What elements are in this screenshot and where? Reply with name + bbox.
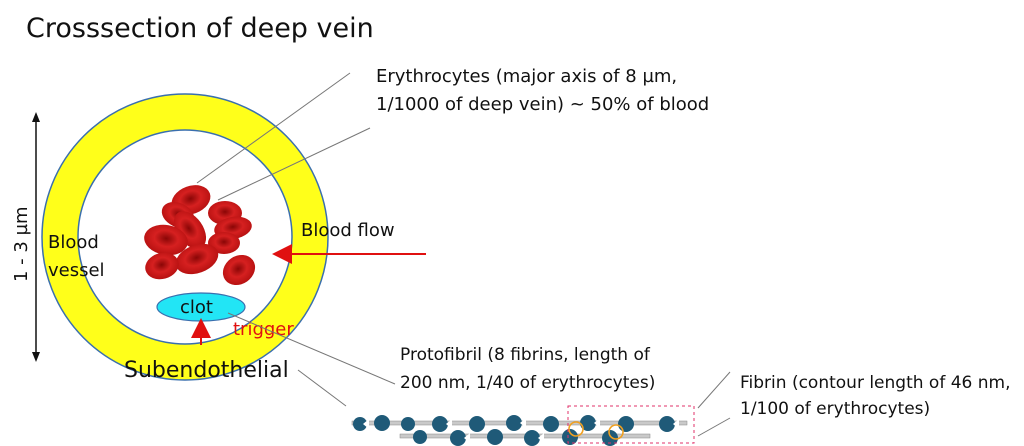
scale-arrow: [32, 112, 40, 362]
fibrin-bead: [543, 416, 559, 432]
clot-label: clot: [180, 297, 213, 318]
fibrin-label-line2: 1/100 of erythrocytes): [740, 399, 930, 419]
fibrin-bead: [506, 415, 522, 431]
fibrin-bead: [432, 416, 448, 432]
diagram-title: Crosssection of deep vein: [26, 13, 374, 44]
erythrocytes-label-line2: 1/1000 of deep vein) ~ 50% of blood: [376, 94, 709, 115]
fibrin-bead: [469, 416, 485, 432]
fibrin-bead: [659, 416, 675, 432]
blood-vessel-label-line2: vessel: [48, 260, 105, 281]
scale-label: 1 - 3 µm: [11, 206, 32, 282]
blood-vessel-label-line1: Blood: [48, 232, 99, 253]
protofibril-chain: [352, 406, 694, 446]
fibrin-bead: [487, 429, 503, 445]
protofibril-label-line1: Protofibril (8 fibrins, length of: [400, 345, 651, 365]
subendothelial-label: Subendothelial: [124, 358, 289, 383]
fibrin-bead: [450, 430, 466, 446]
fibrin-bead: [401, 417, 415, 431]
fibrin-bead: [602, 430, 618, 446]
erythrocytes-label-line1: Erythrocytes (major axis of 8 µm,: [376, 66, 677, 87]
blood-flow-label: Blood flow: [301, 220, 395, 241]
fibrin-bead: [524, 430, 540, 446]
fibrin-bead: [413, 430, 427, 444]
fibrin-bead: [618, 416, 634, 432]
leader-line: [298, 370, 346, 406]
fibrin-bead: [374, 415, 390, 431]
leader-line: [698, 372, 730, 408]
protofibril-label-line2: 200 nm, 1/40 of erythrocytes): [400, 373, 655, 393]
leader-line: [698, 418, 730, 436]
fibrin-label-line1: Fibrin (contour length of 46 nm,: [740, 373, 1011, 393]
